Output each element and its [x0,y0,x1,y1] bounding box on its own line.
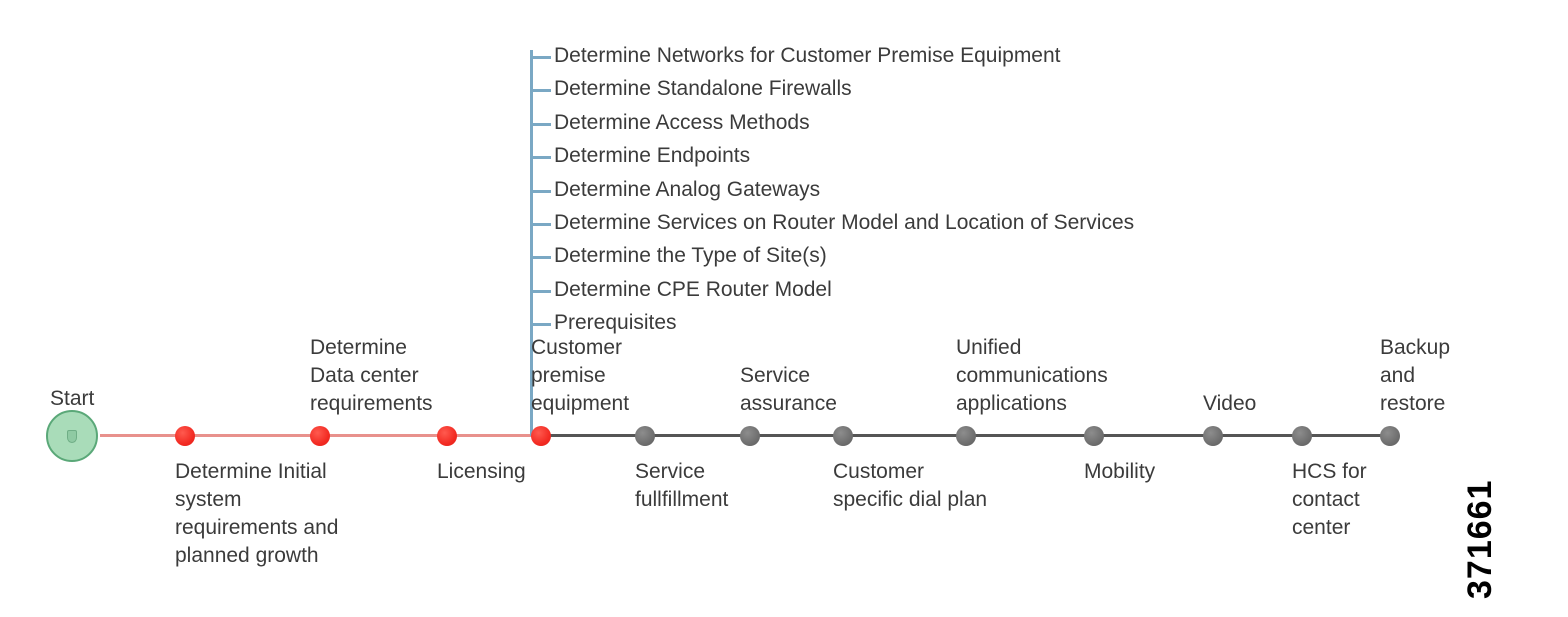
start-node-label: Start [50,387,95,410]
timeline-node[interactable] [635,426,655,446]
branch-item-label[interactable]: Determine Endpoints [554,144,751,167]
branch-item-label[interactable]: Determine the Type of Site(s) [554,244,827,267]
timeline-node-label[interactable]: Mobility [1084,460,1156,483]
branch-tick [533,223,551,226]
timeline-node[interactable] [1380,426,1400,446]
branch-tick [533,256,551,259]
timeline-node[interactable] [531,426,551,446]
branch-tick [533,123,551,126]
shield-icon [67,429,77,443]
timeline-node[interactable] [310,426,330,446]
timeline-node-label[interactable]: Video [1203,392,1257,415]
figure-id: 371661 [1461,479,1499,599]
start-node[interactable] [46,410,98,462]
timeline-node[interactable] [833,426,853,446]
branch-tick [533,89,551,92]
branch-item-label[interactable]: Determine CPE Router Model [554,278,832,301]
branch-tick [533,156,551,159]
timeline-node-label[interactable]: Unified communications applications [956,336,1108,415]
branch-spine [530,50,533,436]
timeline-node-label[interactable]: Service fullfillment [635,460,729,511]
branch-item-label[interactable]: Determine Networks for Customer Premise … [554,44,1061,67]
timeline-node[interactable] [1084,426,1104,446]
branch-item-label[interactable]: Determine Services on Router Model and L… [554,211,1135,234]
timeline-node-label[interactable]: Customer specific dial plan [833,460,988,511]
timeline-node-label[interactable]: Determine Data center requirements [310,336,433,415]
timeline-node[interactable] [740,426,760,446]
timeline-node-label[interactable]: Customer premise equipment [531,336,630,415]
timeline-node[interactable] [956,426,976,446]
timeline-node-label[interactable]: Determine Initial system requirements an… [175,460,339,567]
timeline-node[interactable] [175,426,195,446]
branch-tick [533,190,551,193]
branch-item-label[interactable]: Prerequisites [554,311,677,334]
timeline-node[interactable] [437,426,457,446]
timeline-node-label[interactable]: Backup and restore [1380,336,1451,415]
branch-item-label[interactable]: Determine Analog Gateways [554,178,821,201]
branch-item-label[interactable]: Determine Access Methods [554,111,810,134]
timeline-node-label[interactable]: HCS for contact center [1292,460,1367,539]
timeline-node[interactable] [1292,426,1312,446]
timeline-node-label[interactable]: Licensing [437,460,526,483]
timeline-node[interactable] [1203,426,1223,446]
branch-tick [533,56,551,59]
branch-tick [533,290,551,293]
timeline-node-label[interactable]: Service assurance [740,364,837,415]
branch-item-label[interactable]: Determine Standalone Firewalls [554,77,852,100]
branch-tick [533,323,551,326]
